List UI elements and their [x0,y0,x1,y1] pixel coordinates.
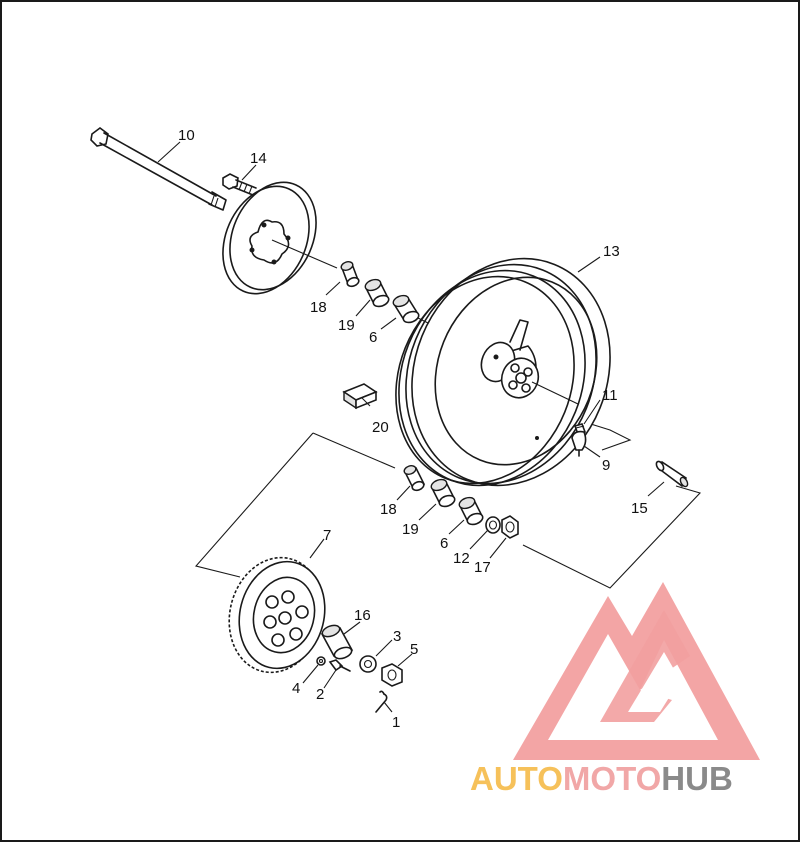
callout-14: 14 [250,150,267,167]
callout-15: 15 [631,500,648,517]
callout-12: 12 [453,550,470,567]
bearing-6-lower [458,496,484,526]
brake-disc [222,181,338,295]
spacer-19-upper [364,278,390,308]
callout-1: 1 [392,714,400,731]
washer-3 [359,655,377,673]
callout-4: 4 [292,680,300,697]
callout-6-lower: 6 [440,535,448,552]
watermark-hub: HUB [661,760,733,797]
callout-11: 11 [602,387,618,404]
pad-20 [342,383,378,410]
assembly-line-valve [577,419,632,451]
callout-9: 9 [602,457,610,474]
nut-5 [381,663,403,687]
bearing-18-lower [403,465,426,492]
washer-4 [316,656,326,666]
spacer-16 [320,624,354,660]
assembly-line-left [194,432,314,578]
callout-labels: 10 14 13 18 19 6 20 11 9 15 18 19 6 12 1… [178,127,648,731]
bolt-14 [222,173,257,196]
callout-20: 20 [372,419,389,436]
watermark-brand: AUTOMOTOHUB [470,760,733,797]
assembly-line-right [522,485,702,589]
callout-leaders [157,141,665,713]
callout-3: 3 [393,628,401,645]
callout-2: 2 [316,686,324,703]
callout-10: 10 [178,127,195,144]
callout-18-lower: 18 [380,501,397,518]
nut-17 [501,515,519,539]
callout-6-upper: 6 [369,329,377,346]
callout-19-upper: 19 [338,317,355,334]
callout-5: 5 [410,641,418,658]
callout-16: 16 [354,607,371,624]
callout-13: 13 [603,243,620,260]
spacer-15 [655,460,689,488]
valve-stem [571,423,587,457]
watermark-auto: AUTO [470,760,563,797]
axle [90,127,227,211]
watermark-moto: MOTO [563,760,661,797]
callout-19-lower: 19 [402,521,419,538]
sprocket [228,556,326,674]
assembly-line-top [312,432,396,469]
spacer-19-lower [430,478,456,508]
callout-7: 7 [323,527,331,544]
watermark-logo [513,582,760,760]
washer-12 [485,516,501,534]
callout-17: 17 [474,559,491,576]
bearing-18-upper [340,261,360,288]
bolt-2 [328,659,351,672]
callout-18-upper: 18 [310,299,327,316]
cotter-pin-1 [375,690,388,713]
wheel-rim [395,257,611,487]
